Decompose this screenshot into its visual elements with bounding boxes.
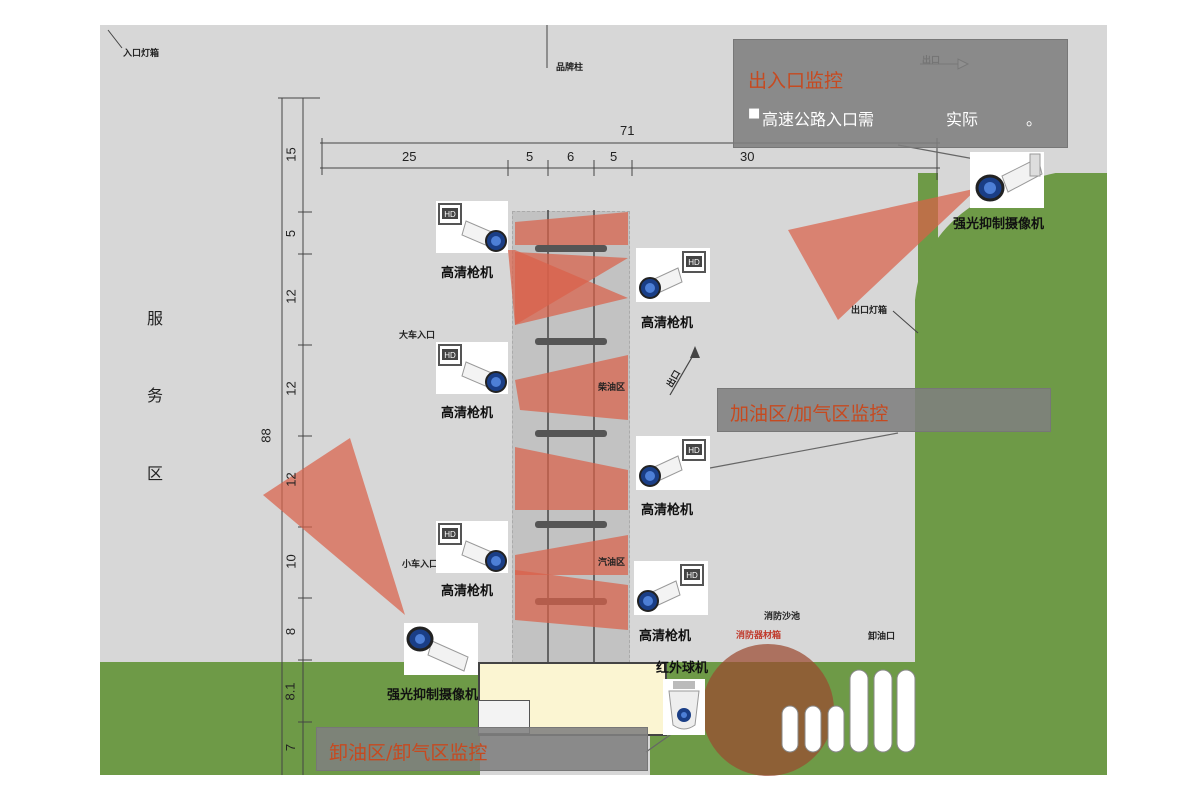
entrance-panel-title: 出入口监控 xyxy=(748,70,844,92)
dimension-left-8: 8.1 xyxy=(282,682,298,701)
fuel-monitor-panel: 加油区/加气区监控 xyxy=(717,388,1051,432)
service-area-char-2: 务 xyxy=(147,386,164,405)
fuel-panel-title: 加油区/加气区监控 xyxy=(730,403,889,425)
dimension-left-4: 12 xyxy=(283,381,299,396)
fuel-area-label: 柴油区 xyxy=(598,382,626,392)
hd-badge: HD xyxy=(444,351,456,360)
service-area-char-3: 区 xyxy=(147,464,164,483)
infrared-dome-camera-icon xyxy=(663,679,705,735)
unload-port-label: 卸油口 xyxy=(868,631,896,641)
strong-light-camera-label-1: 强光抑制摄像机 xyxy=(953,216,1045,231)
fire-sand-label: 消防沙池 xyxy=(764,611,801,621)
hd-camera-icon: HD xyxy=(636,436,710,490)
strong-light-camera-icon xyxy=(970,152,1044,208)
strong-light-camera-label-2: 强光抑制摄像机 xyxy=(387,687,479,702)
column-label: 品牌柱 xyxy=(556,62,584,72)
infrared-dome-camera-label: 红外球机 xyxy=(656,660,709,675)
dimension-left-6: 10 xyxy=(283,554,299,569)
entrance-panel-text-2: 实际 xyxy=(946,110,979,129)
hd-badge: HD xyxy=(686,571,698,580)
hd-camera-label-5: 高清枪机 xyxy=(441,583,494,598)
dimension-left-7: 8 xyxy=(283,627,299,636)
car-entrance-label: 小车入口 xyxy=(402,559,439,569)
dimension-top-4: 5 xyxy=(610,149,618,164)
dimension-top-total: 71 xyxy=(620,123,635,138)
gas-area-label: 汽油区 xyxy=(598,557,626,567)
unload-monitor-panel: 卸油区/卸气区监控 xyxy=(316,727,648,771)
hd-badge: HD xyxy=(444,530,456,539)
hd-camera-label-4: 高清枪机 xyxy=(641,502,694,517)
dimension-left-5: 12 xyxy=(283,472,299,487)
entrance-lightbox-label: 入口灯箱 xyxy=(123,48,160,58)
hd-camera-label-3: 高清枪机 xyxy=(441,405,494,420)
dimension-left-2: 5 xyxy=(283,229,299,238)
dimension-left-3: 12 xyxy=(283,289,299,304)
hd-badge: HD xyxy=(688,258,700,267)
hd-camera-icon: HD xyxy=(436,342,508,394)
dimension-left-9: 7 xyxy=(283,743,299,752)
entrance-panel-text: 高速公路入口需 xyxy=(762,110,875,129)
dimension-left-1: 15 xyxy=(283,147,299,162)
entrance-monitor-panel: 出入口监控 ■ 高速公路入口需 实际 。 xyxy=(733,39,1068,148)
unload-panel-title: 卸油区/卸气区监控 xyxy=(329,742,488,764)
hd-badge: HD xyxy=(444,210,456,219)
hd-camera-label-2: 高清枪机 xyxy=(641,315,694,330)
entrance-panel-text-3: 。 xyxy=(1026,110,1043,129)
dimension-top-2: 5 xyxy=(526,149,534,164)
service-area-char-1: 服 xyxy=(147,309,164,328)
truck-entrance-label: 大车入口 xyxy=(399,330,436,340)
strong-light-camera-icon xyxy=(404,623,478,675)
fire-equipment-label: 消防器材箱 xyxy=(736,630,782,640)
hd-camera-icon: HD xyxy=(436,201,508,253)
hd-camera-icon: HD xyxy=(634,561,708,615)
hd-camera-label-1: 高清枪机 xyxy=(441,265,494,280)
dimension-top-5: 30 xyxy=(740,149,755,164)
exit-lightbox-label: 出口灯箱 xyxy=(851,305,888,315)
entrance-panel-bullet: ■ xyxy=(748,106,761,121)
dimension-top-1: 25 xyxy=(402,149,417,164)
hd-camera-icon: HD xyxy=(436,521,508,573)
hd-badge: HD xyxy=(688,446,700,455)
dimension-top-3: 6 xyxy=(567,149,575,164)
hd-camera-label-6: 高清枪机 xyxy=(639,628,692,643)
dimension-left-total: 88 xyxy=(258,428,274,443)
hd-camera-icon: HD xyxy=(636,248,710,302)
